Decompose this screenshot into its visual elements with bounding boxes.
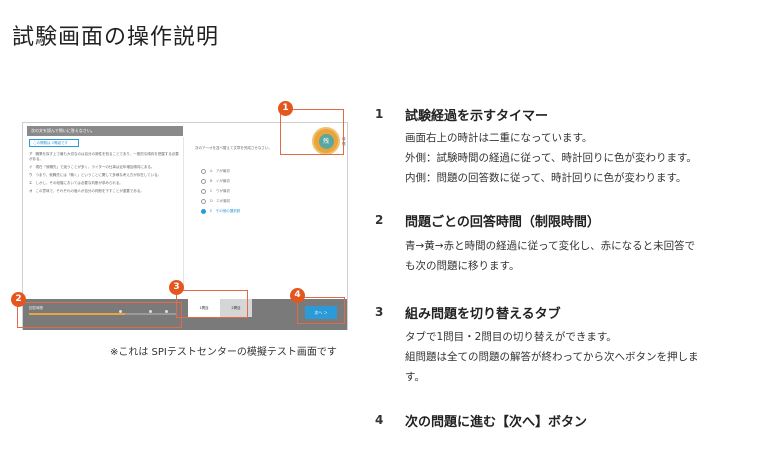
question-tag: この問題は 2問組です [29, 139, 79, 147]
answer-options: A アが最初 B イが最初 C ウが最初 D エが最初 E その他の選択肢 [201, 166, 240, 216]
caption: ※これは SPIテストセンターの模擬テスト画面です [110, 347, 337, 358]
statement-item: オこの意味で、それぞれの個人が自分の判断を下すことが重要である。 [29, 189, 144, 193]
timer-icon: 残 [312, 127, 340, 155]
item-number: 4 [375, 413, 384, 427]
item-line: 画面右上の時計は二重になっています。 [405, 132, 593, 144]
item-line: タブで1問目・2問目の切り替えができます。 [405, 331, 617, 343]
item-body: 画面右上の時計は二重になっています。 外側：試験時間の経過に従って、時計回りに色… [405, 128, 750, 188]
item-heading: 組み問題を切り替えるタブ [405, 307, 561, 322]
item-line: す。 [405, 371, 425, 383]
bottom-bar: 回答時間 1問目 2問目 次へ ＞ [23, 299, 347, 330]
callout-box-timer [280, 109, 344, 155]
progress-fill [29, 313, 126, 315]
item-heading: 試験経過を示すタイマー [405, 109, 549, 124]
answer-option[interactable]: A アが最初 [201, 166, 240, 176]
item-line: も次の問題に移ります。 [405, 260, 520, 272]
page-title: 試験画面の操作説明 [12, 25, 220, 50]
badge-1: 1 [278, 101, 293, 116]
item-line: 組問題は全ての問題の解答が終わってから次へボタンを押しま [405, 351, 699, 363]
callout-box-tabs [176, 290, 248, 318]
radio-selected-icon[interactable] [201, 208, 206, 214]
answer-option[interactable]: C ウが最初 [201, 186, 240, 196]
radio-icon[interactable] [201, 178, 206, 184]
answer-option[interactable]: B イが最初 [201, 176, 240, 186]
item-number: 1 [375, 107, 384, 121]
statement-item: ウつまり、就職先には「働く」ということに関して多様な考え方が存在している。 [29, 173, 162, 177]
statement-list: ア職業を探す上で最も大切なのは自分の適性を知ることであり、一般的な傾向を把握する… [29, 152, 179, 197]
radio-icon[interactable] [201, 188, 206, 194]
statement-item: イ現在「就職先」で迷うことが多く、ライターの仕事は近年増加傾向にある。 [29, 165, 155, 169]
radio-icon[interactable] [201, 198, 206, 204]
badge-4: 4 [290, 288, 305, 303]
item-line: 内側：問題の回答数に従って、時計回りに色が変わります。 [405, 172, 687, 184]
item-heading: 問題ごとの回答時間（制限時間） [405, 215, 600, 230]
item-number: 2 [375, 213, 384, 227]
item-heading: 次の問題に進む【次へ】ボタン [405, 415, 588, 430]
mock-test-screen: 次の文を読んで問いに答えなさい。 この問題は 2問組です ア職業を探す上で最も大… [22, 122, 348, 330]
item-line: 青→黄→赤と時間の経過に従って変化し、赤になると未回答で [405, 240, 696, 252]
tab-question-1[interactable]: 1問目 [188, 299, 220, 317]
question-tabs: 1問目 2問目 [188, 299, 252, 317]
divider [183, 137, 184, 287]
answer-option[interactable]: D エが最初 [201, 196, 240, 206]
item-line: 外側：試験時間の経過に従って、時計回りに色が変わります。 [405, 152, 697, 164]
answer-time-progress [29, 313, 177, 315]
item-number: 3 [375, 305, 384, 319]
answer-option-selected[interactable]: E その他の選択肢 [201, 206, 240, 216]
item-body: タブで1問目・2問目の切り替えができます。 組問題は全ての問題の解答が終わってか… [405, 327, 750, 387]
progress-label: 回答時間 [29, 306, 43, 310]
question-bar: 次の文を読んで問いに答えなさい。 [27, 126, 183, 136]
timer-inner: 残 [318, 133, 334, 149]
right-question: 次のア〜オを並べ替えて文章を完成させなさい。 [195, 146, 272, 150]
statement-item: エしかし、その段階においては必要な判断が求められる。 [29, 181, 123, 185]
item-body: 青→黄→赤と時間の経過に従って変化し、赤になると未回答で も次の問題に移ります。 [405, 236, 750, 276]
badge-3: 3 [169, 280, 184, 295]
progress-dot [119, 310, 122, 313]
callout-box-next [297, 297, 345, 324]
statement-item: ア職業を探す上で最も大切なのは自分の適性を知ることであり、一般的な傾向を把握する… [29, 152, 179, 161]
badge-2: 2 [11, 292, 26, 307]
next-button[interactable]: 次へ ＞ [305, 306, 337, 319]
callout-box-time [17, 302, 182, 328]
radio-icon[interactable] [201, 168, 206, 174]
progress-dot [165, 310, 168, 313]
progress-dot [149, 310, 152, 313]
tab-question-2[interactable]: 2問目 [220, 299, 252, 317]
